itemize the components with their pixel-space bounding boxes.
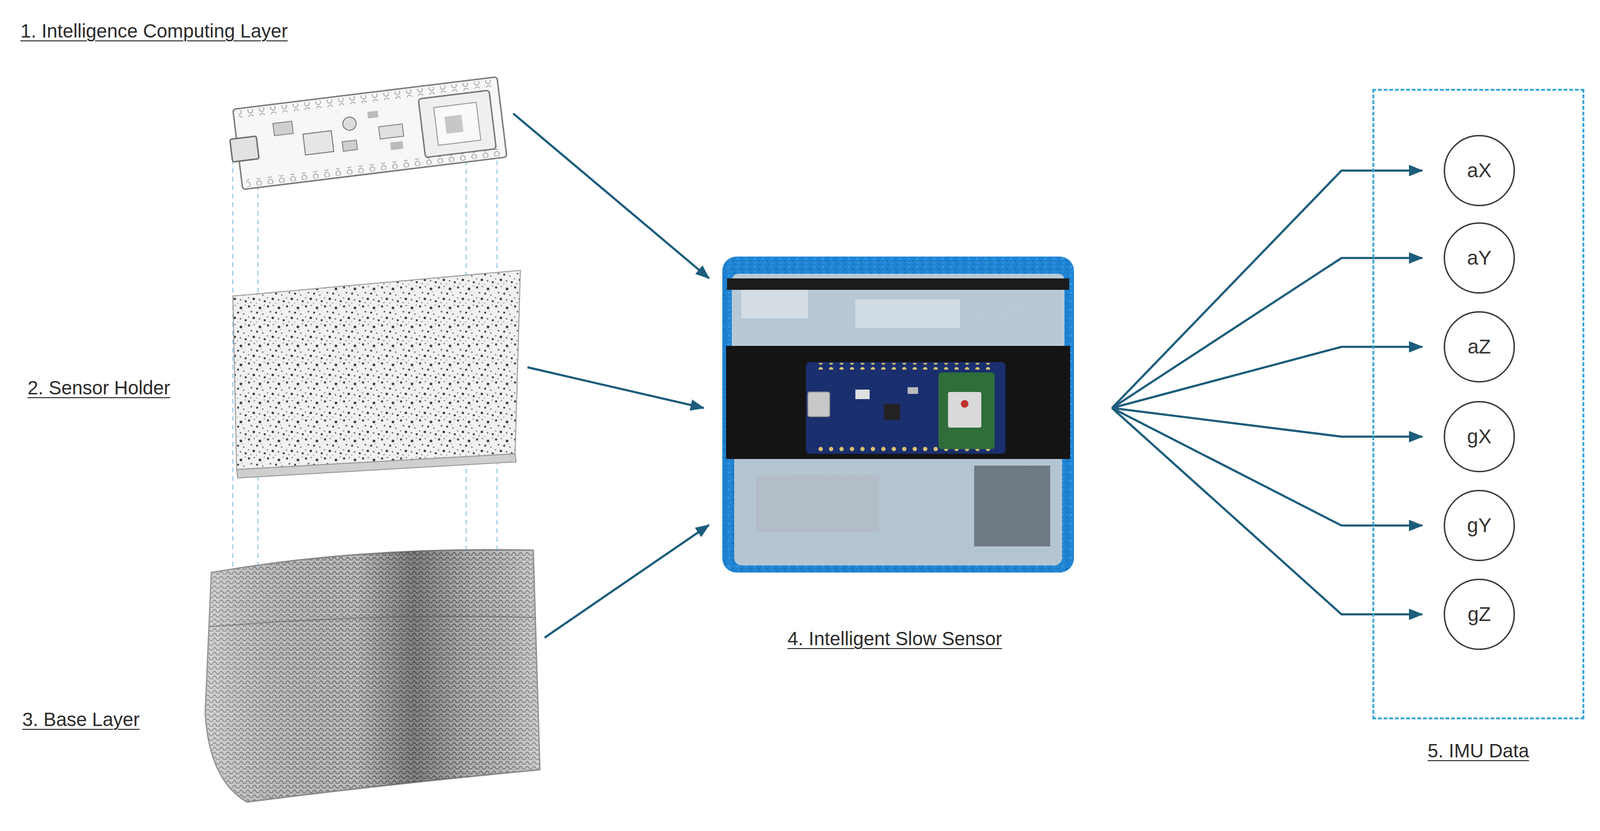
board-layer: 1. Intelligence Computing Layer — [224, 76, 500, 189]
flow-arrow — [1111, 346, 1423, 409]
part-label: 1. Intelligence Computing Layer — [20, 19, 288, 43]
sensor-photo — [722, 256, 1074, 573]
sensor-photo-node: 4. Intelligent Slow Sensor — [718, 255, 1077, 577]
knit-base — [204, 541, 542, 808]
flow-arrow — [544, 525, 709, 638]
imu-channel: gZ — [1443, 578, 1515, 651]
channel-label: aZ — [1467, 335, 1491, 359]
imu-group: 5. IMU DataaXaYaZgXgYgZ — [1372, 88, 1585, 720]
channel-label: gZ — [1467, 603, 1491, 626]
channel-label: aY — [1466, 246, 1492, 270]
part-label: 5. IMU Data — [1427, 739, 1529, 763]
board-sketch — [226, 76, 507, 191]
imu-channel: aZ — [1443, 311, 1515, 383]
foam-holder — [232, 270, 521, 479]
part-label: 2. Sensor Holder — [27, 376, 171, 400]
imu-channel: aY — [1443, 222, 1515, 294]
flow-arrow — [1111, 258, 1423, 409]
channel-label: aX — [1466, 159, 1492, 183]
flow-arrow — [527, 367, 704, 409]
flow-arrow — [1111, 408, 1423, 526]
channel-label: gY — [1466, 514, 1492, 537]
imu-channel: gX — [1443, 401, 1515, 473]
imu-channel: aX — [1443, 134, 1515, 207]
holder-layer: 2. Sensor Holder — [229, 265, 521, 470]
part-label: 4. Intelligent Slow Sensor — [787, 627, 1002, 651]
flow-arrow — [1111, 170, 1423, 409]
base-layer: 3. Base Layer — [203, 540, 541, 801]
flow-arrow — [1111, 408, 1423, 615]
flow-arrow — [513, 113, 709, 279]
part-label: 3. Base Layer — [22, 708, 140, 731]
channel-label: gX — [1466, 425, 1492, 449]
imu-channel: gY — [1443, 489, 1515, 562]
